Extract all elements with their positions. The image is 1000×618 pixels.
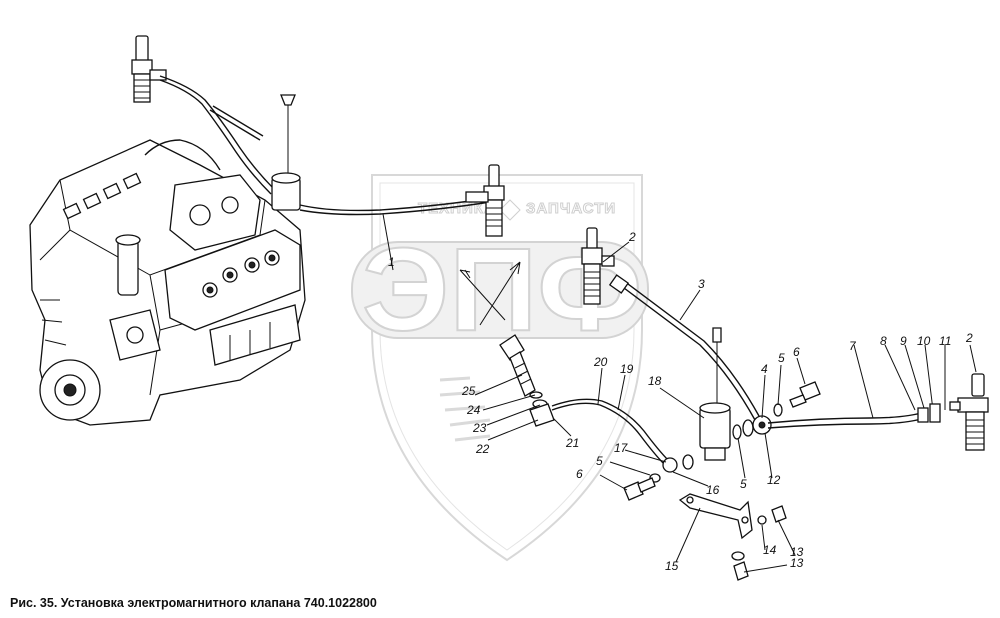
pipe-7	[767, 411, 926, 424]
direction-arrow	[479, 261, 521, 326]
bolt-6-upper	[789, 381, 821, 408]
watermark-logo-box	[351, 241, 649, 339]
callout-21: 21	[565, 436, 579, 450]
callout-4: 4	[761, 362, 768, 376]
callout-14: 14	[763, 543, 777, 557]
pipe-1	[299, 197, 491, 212]
callout-24: 24	[466, 403, 481, 417]
injector-2-right	[949, 373, 989, 451]
callout-18: 18	[648, 374, 662, 388]
callout-2: 2	[965, 331, 973, 345]
injector-2-middle	[581, 227, 615, 305]
callout-17: 17	[614, 441, 629, 455]
callout-16: 16	[706, 483, 720, 497]
injector-center	[465, 164, 505, 237]
callout-23: 23	[472, 421, 487, 435]
fuel-pump-assembly	[29, 139, 306, 426]
callout-11: 11	[939, 334, 951, 348]
callout-12: 12	[767, 473, 781, 487]
callout-3: 3	[698, 277, 705, 291]
injector-top-left	[131, 35, 167, 103]
callout-15: 15	[665, 559, 679, 573]
callout-19: 19	[620, 362, 634, 376]
callout-25: 25	[461, 384, 476, 398]
callout-2: 2	[628, 230, 636, 244]
callout-5: 5	[740, 477, 747, 491]
figure-caption: Рис. 35. Установка электромагнитного кла…	[10, 596, 377, 610]
pipe-19	[551, 402, 666, 466]
bracket-15	[678, 493, 753, 540]
callout-7: 7	[849, 339, 857, 353]
pipe-top-left	[159, 75, 276, 191]
callout-1: 1	[388, 255, 395, 269]
callout-10: 10	[917, 334, 931, 348]
callout-13: 13	[790, 545, 804, 559]
callout-8: 8	[880, 334, 887, 348]
callout-6: 6	[576, 467, 583, 481]
watermark-right-text: ЗАПЧАСТИ	[526, 200, 616, 217]
callout-9: 9	[900, 334, 907, 348]
banjo-fitting-12	[732, 403, 783, 440]
callout-20: 20	[593, 355, 608, 369]
valve-on-pump	[271, 94, 301, 211]
callout-22: 22	[475, 442, 490, 456]
callout-13: 13	[790, 556, 804, 570]
solenoid-valve-18	[699, 327, 731, 461]
callout-6: 6	[793, 345, 800, 359]
callout-5: 5	[596, 454, 603, 468]
callout-labels: 1 2 2 3 4 5 5 5 6 6 7 8 9 10 11 12 13 13…	[388, 230, 973, 573]
banjo-fitting-17	[662, 457, 678, 473]
fasteners-13-14	[731, 505, 787, 581]
pipe-3	[619, 284, 756, 421]
callout-5: 5	[778, 351, 785, 365]
